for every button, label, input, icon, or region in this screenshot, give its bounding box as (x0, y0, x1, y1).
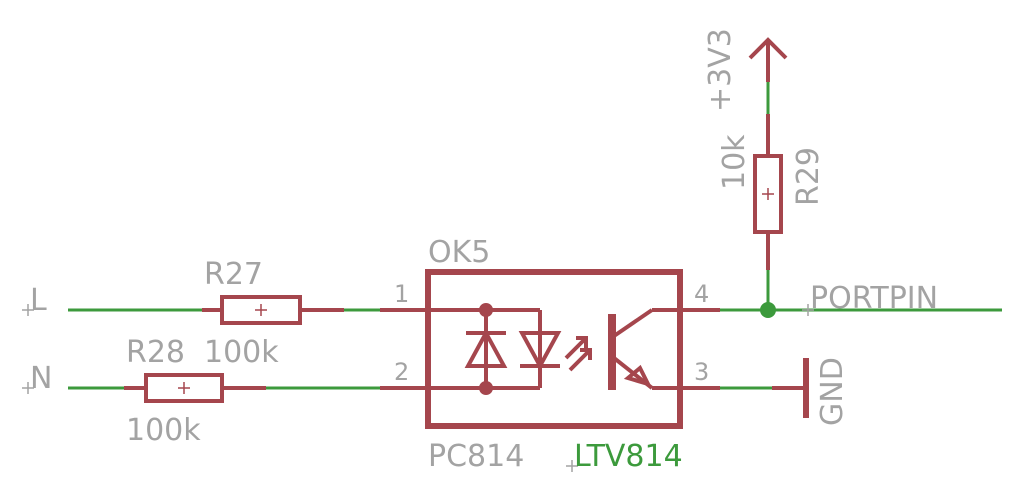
supply-symbol (748, 37, 788, 82)
labels: L N R27 100k R28 100k OK5 PC814 LTV814 1… (30, 28, 938, 474)
pin-1-label: 1 (394, 280, 409, 308)
resistor-r27 (202, 295, 344, 325)
pin-4-label: 4 (694, 280, 709, 308)
optocoupler-body (425, 269, 683, 429)
led-2-icon (518, 331, 562, 371)
phototransistor-icon (608, 308, 680, 390)
net-label-supply: +3V3 (703, 28, 738, 112)
net-label-n: N (30, 361, 52, 396)
junction-dot (760, 302, 776, 318)
r28-ref: R28 (126, 335, 185, 370)
ok5-alt-part: LTV814 (574, 439, 683, 474)
led-1-icon (464, 328, 508, 368)
net-anchors (22, 304, 814, 472)
net-label-gnd: GND (815, 357, 850, 426)
r27-value: 100k (204, 335, 279, 370)
resistor-r29 (753, 114, 783, 270)
net-label-portpin: PORTPIN (810, 281, 938, 316)
ok5-ref: OK5 (428, 235, 490, 270)
r27-ref: R27 (204, 257, 263, 292)
resistor-r28 (124, 373, 266, 403)
r28-value: 100k (126, 413, 201, 448)
pin-2-label: 2 (394, 358, 409, 386)
net-label-l: L (30, 283, 47, 318)
pin-3-label: 3 (694, 358, 709, 386)
r29-value: 10k (717, 134, 752, 190)
r29-ref: R29 (791, 147, 826, 206)
optocoupler (380, 269, 720, 429)
ok5-part: PC814 (428, 439, 524, 474)
ground-symbol (772, 358, 809, 418)
light-arrows-icon (564, 336, 592, 372)
